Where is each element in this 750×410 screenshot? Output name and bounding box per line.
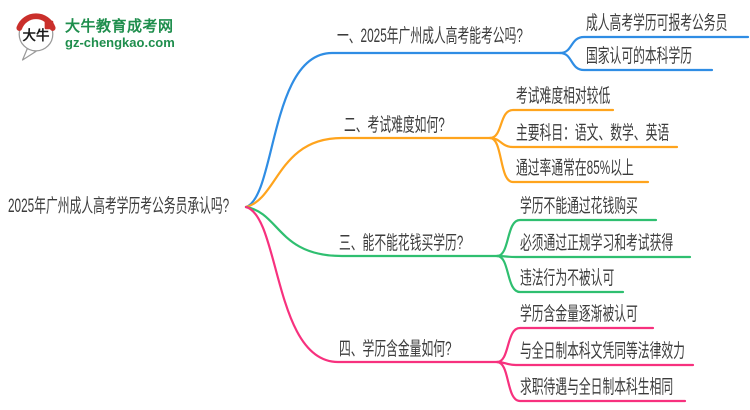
branch-3-lines — [244, 205, 692, 294]
logo-icon-text: 大牛 — [23, 27, 50, 43]
site-name: 大牛教育成考网 — [65, 18, 174, 35]
branch-2-stem-line — [244, 136, 492, 209]
branch-3-child-1-line — [495, 218, 658, 258]
branch-4-child-2: 与全日制本科文凭同等法律效力 — [520, 341, 685, 362]
branch-4-child-1-line — [495, 326, 655, 364]
root-topic: 2025年广州成人高考学历考公务员承认吗? — [8, 196, 230, 217]
branch-1-child-2: 国家认可的本科学历 — [586, 46, 693, 67]
branch-3-title: 三、能不能花钱买学历? — [339, 233, 464, 254]
branch-1-child-2-line — [558, 51, 714, 72]
logo-seal — [44, 20, 54, 30]
branch-1-title: 一、2025年广州成人高考能考公吗? — [337, 26, 523, 47]
branch-4-stem-line — [244, 205, 499, 364]
branch-3-child-1: 学历不能通过花钱购买 — [520, 196, 638, 217]
branch-2-child-1: 考试难度相对较低 — [516, 86, 611, 107]
branch-2-child-3-line — [488, 136, 650, 184]
branch-1-stem-line — [244, 51, 562, 209]
branch-4-child-3: 求职待遇与全日制本科生相同 — [520, 377, 674, 398]
site-url: gz-chengkao.com — [65, 35, 175, 50]
branch-1-lines — [244, 35, 750, 209]
branch-4-child-2-line — [495, 360, 695, 367]
dainiu-logo-icon: 大牛 — [16, 13, 56, 61]
branch-4-title: 四、学历含金量如何? — [339, 339, 452, 360]
branch-2-child-2: 主要科目：语文、数学、英语 — [516, 123, 670, 144]
logo-text-block: 大牛教育成考网 gz-chengkao.com — [65, 10, 175, 50]
branch-3-child-2-line — [495, 254, 692, 259]
branch-3-child-3: 违法行为不被认可 — [520, 268, 615, 289]
branch-2-title: 二、考试难度如何? — [344, 115, 445, 136]
site-logo: 大牛 大牛教育成考网 gz-chengkao.com — [12, 10, 175, 62]
branch-3-stem-line — [244, 205, 499, 258]
branch-4-child-1: 学历含金量逐渐被认可 — [520, 304, 638, 325]
branch-4-lines — [244, 205, 695, 403]
branch-3-child-2: 必须通过正规学习和考试获得 — [520, 233, 674, 254]
branch-1-child-1: 成人高考学历可报考公务员 — [586, 13, 728, 34]
branch-2-child-1-line — [488, 108, 615, 140]
branch-4-child-3-line — [495, 360, 687, 403]
branch-2-lines — [244, 108, 679, 209]
branch-3-child-3-line — [495, 254, 625, 294]
branch-2-child-3: 通过率通常在85%以上 — [516, 158, 634, 179]
